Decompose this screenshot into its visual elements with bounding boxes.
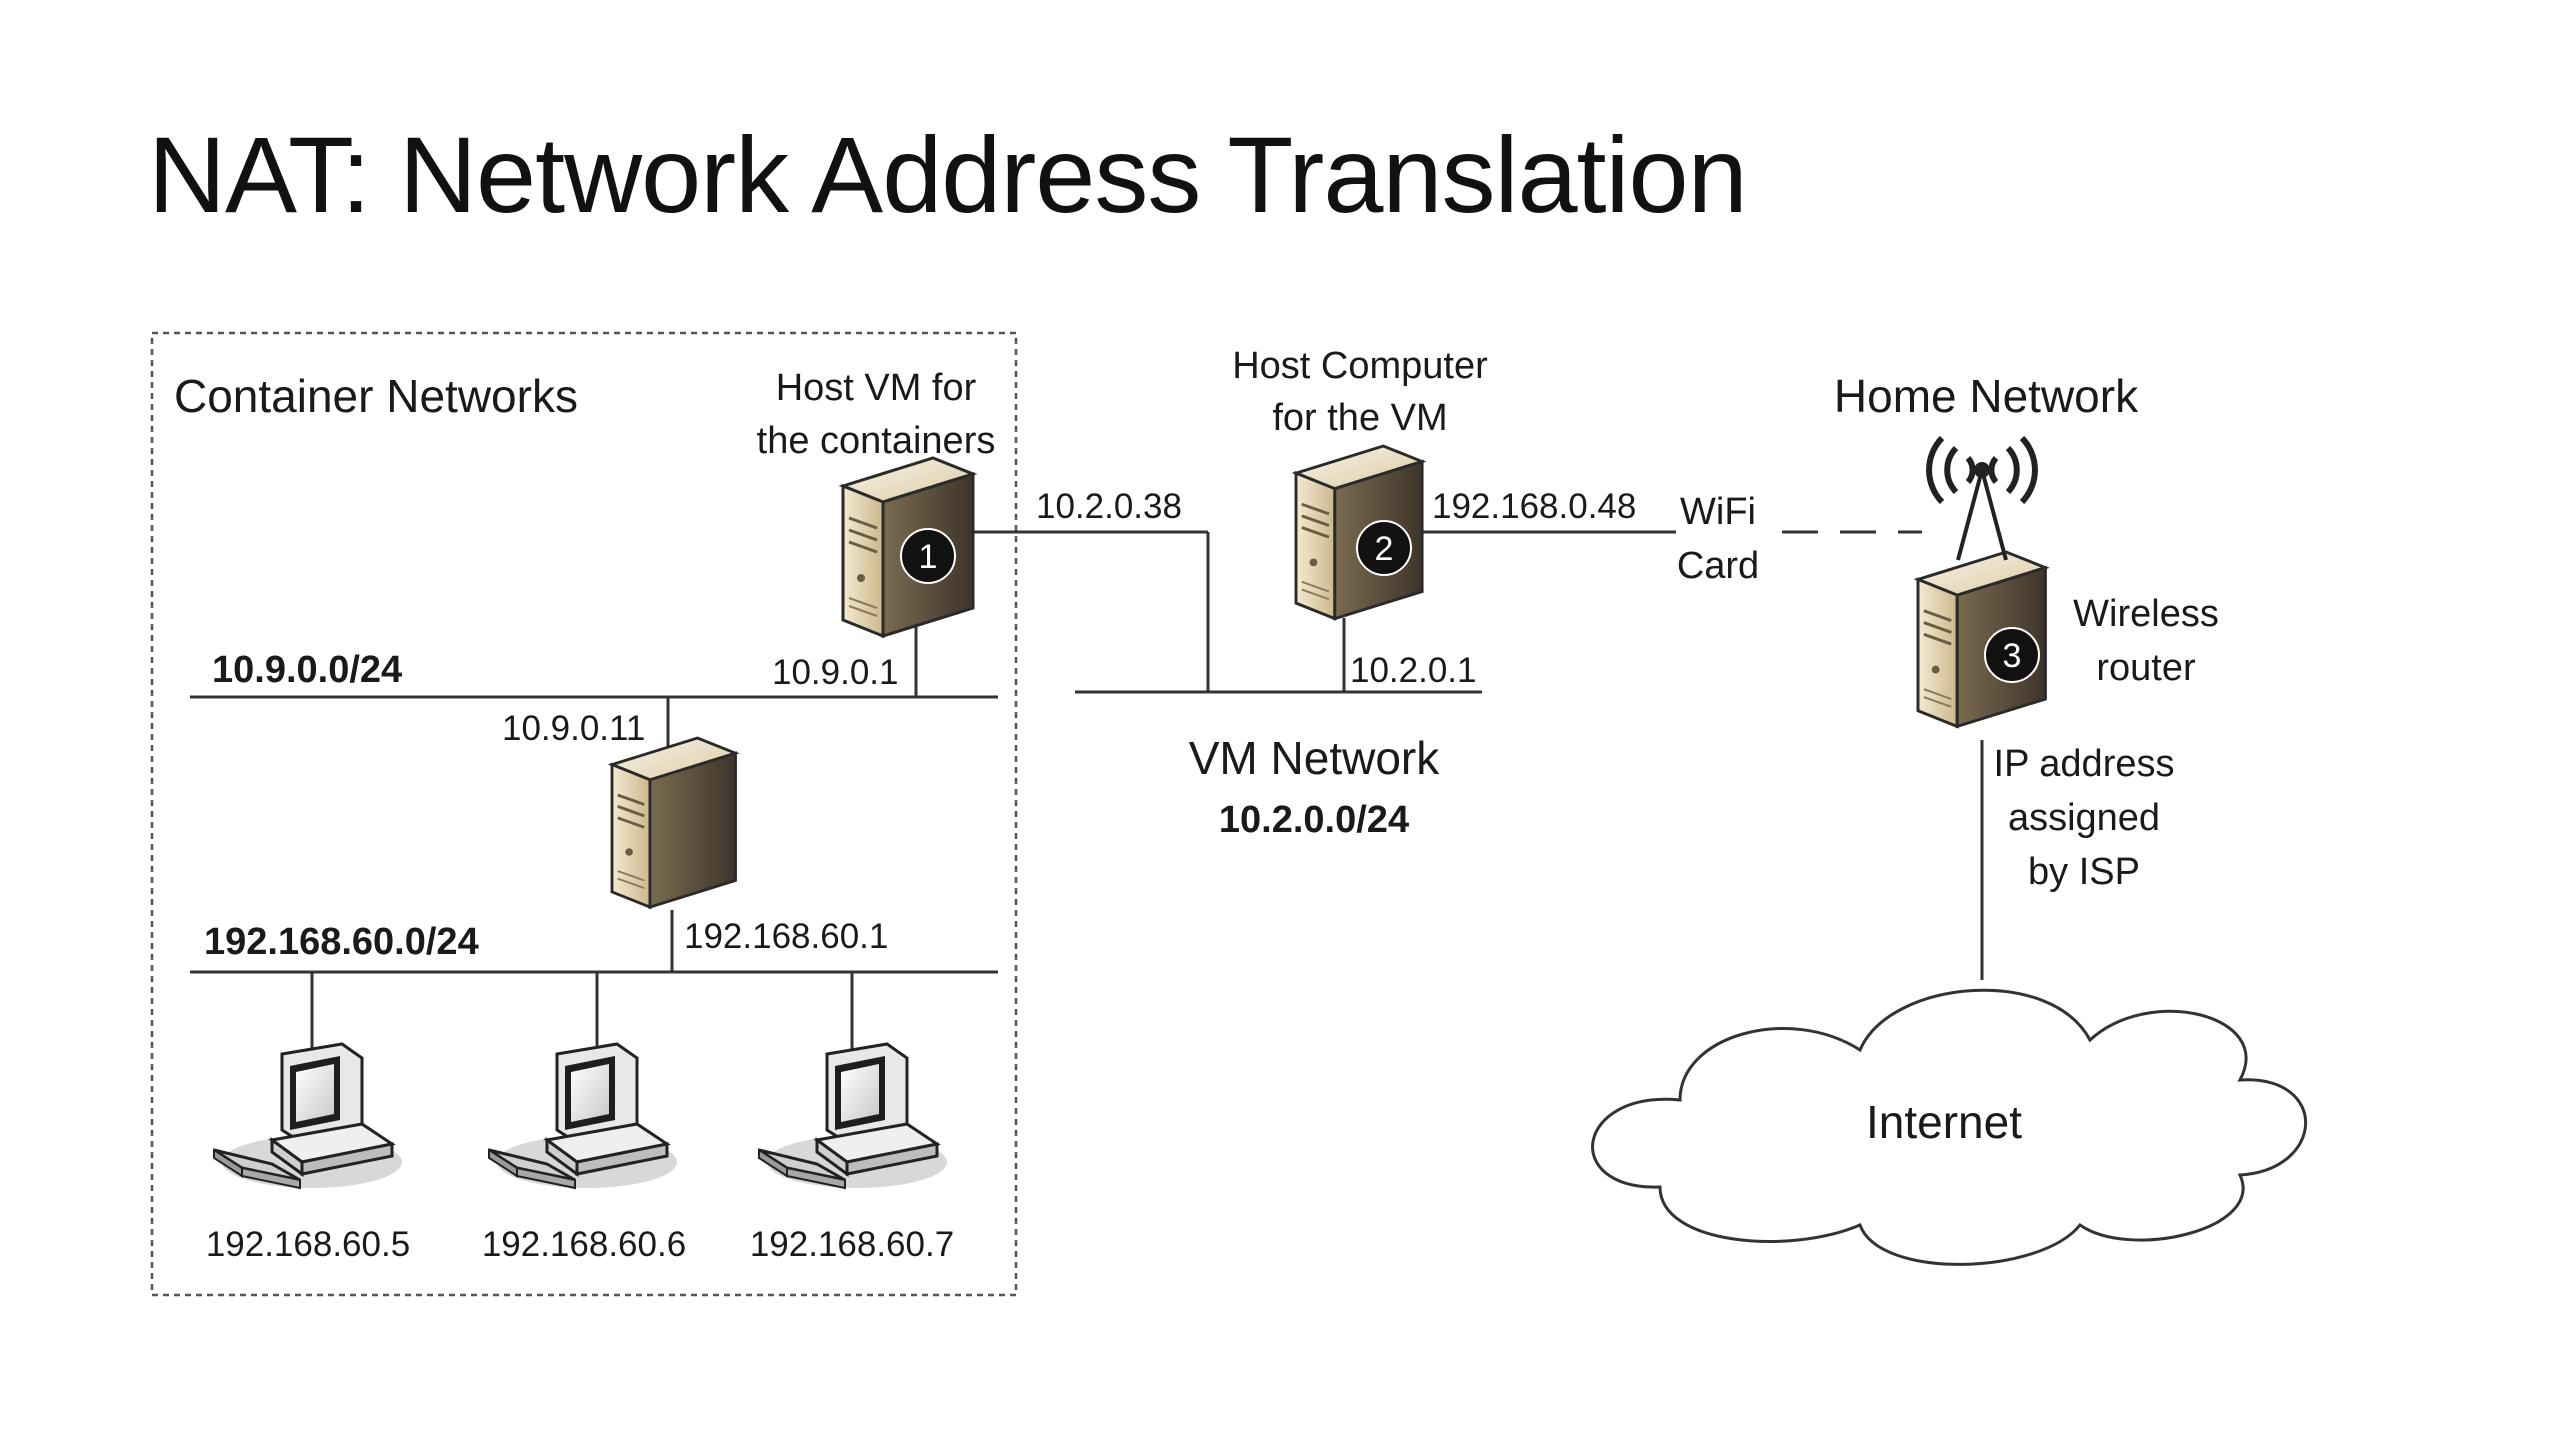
client-2-desktop-icon	[487, 1042, 679, 1190]
container-networks-boundary	[150, 331, 1018, 1297]
home-network-label: Home Network	[1834, 370, 2139, 422]
slide-title: NAT: Network Address Translation	[148, 114, 1748, 235]
host-computer-badge: 2	[1356, 520, 1412, 576]
host-vm-outer-ip: 10.2.0.38	[1036, 487, 1182, 526]
router-top-ip: 10.9.0.11	[502, 709, 645, 748]
subnet-192-168-60-label: 192.168.60.0/24	[204, 921, 479, 963]
client-3-ip: 192.168.60.7	[750, 1225, 954, 1264]
router-label-line2: router	[2096, 647, 2196, 689]
wiring	[190, 530, 1984, 1052]
router-bottom-ip: 192.168.60.1	[684, 917, 888, 956]
wireless-router-badge: 3	[1984, 627, 2040, 683]
container-networks-label: Container Networks	[174, 370, 578, 422]
isp-label-line1: IP address	[1994, 743, 2175, 785]
host-computer-inner-ip: 10.2.0.1	[1350, 651, 1477, 690]
host-computer-label-line1: Host Computer	[1232, 345, 1488, 387]
host-vm-label-line2: the containers	[757, 420, 996, 462]
wireless-antenna-icon	[1926, 435, 2038, 561]
host-vm-inner-ip: 10.9.0.1	[772, 653, 899, 692]
host-vm-badge: 1	[900, 528, 956, 584]
isp-label-line3: by ISP	[2028, 851, 2140, 893]
container-router-server-icon	[610, 736, 737, 909]
svg-text:1: 1	[919, 538, 938, 576]
internet-label: Internet	[1866, 1096, 2022, 1148]
subnet-10-9-label: 10.9.0.0/24	[212, 649, 402, 691]
cloud-icon	[1591, 988, 2308, 1266]
client-2-ip: 192.168.60.6	[482, 1225, 686, 1264]
svg-text:2: 2	[1375, 530, 1394, 568]
client-1-desktop-icon	[212, 1042, 404, 1190]
vm-network-label: VM Network	[1189, 732, 1440, 784]
host-vm-label-line1: Host VM for	[776, 367, 977, 409]
client-3-desktop-icon	[757, 1042, 949, 1190]
isp-label-line2: assigned	[2008, 797, 2160, 839]
router-label-line1: Wireless	[2073, 593, 2219, 635]
svg-text:3: 3	[2003, 637, 2022, 675]
wifi-label-line1: WiFi	[1680, 491, 1756, 533]
wifi-label-line2: Card	[1677, 545, 1759, 587]
wifi-ip: 192.168.0.48	[1432, 487, 1636, 526]
host-computer-label-line2: for the VM	[1272, 397, 1447, 439]
vm-network-subnet: 10.2.0.0/24	[1219, 799, 1409, 841]
client-1-ip: 192.168.60.5	[206, 1225, 410, 1264]
